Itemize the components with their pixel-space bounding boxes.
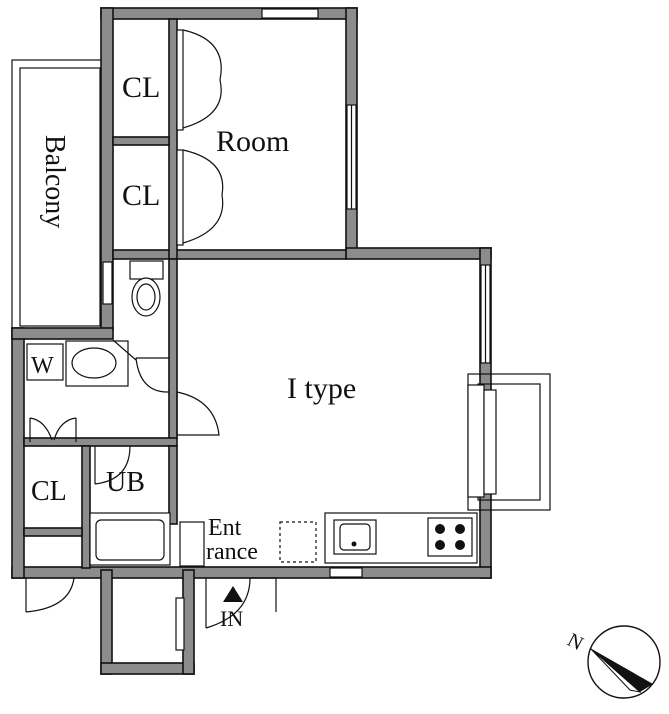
label-cl-middle: CL: [122, 179, 160, 212]
label-entrance-line2: rance: [206, 539, 258, 565]
kitchen-counter: [324, 512, 478, 564]
label-room: Room: [216, 125, 289, 158]
label-in: IN: [220, 606, 243, 631]
shoe-cabinet: [179, 521, 317, 567]
entrance-arrow-icon: [223, 586, 243, 602]
bay-balcony: [467, 373, 551, 511]
label-main-room: I type: [287, 372, 356, 405]
doors: [25, 357, 277, 651]
windows: [102, 8, 491, 578]
basin-edge: [112, 339, 137, 361]
interior-walls: [23, 18, 347, 569]
bathtub: [89, 512, 171, 566]
compass-icon: [587, 625, 661, 699]
label-cl-top: CL: [122, 71, 160, 104]
label-w: W: [31, 353, 54, 379]
closet-doors: [176, 29, 224, 246]
toilet: [129, 260, 164, 317]
label-north: N: [564, 629, 587, 655]
label-entrance-line1: Ent: [208, 515, 242, 541]
label-balcony: Balcony: [39, 135, 70, 228]
label-ub: UB: [106, 467, 145, 498]
wash-basin: [65, 340, 129, 387]
washer-box: [26, 343, 64, 381]
label-cl-bottom: CL: [31, 476, 67, 507]
